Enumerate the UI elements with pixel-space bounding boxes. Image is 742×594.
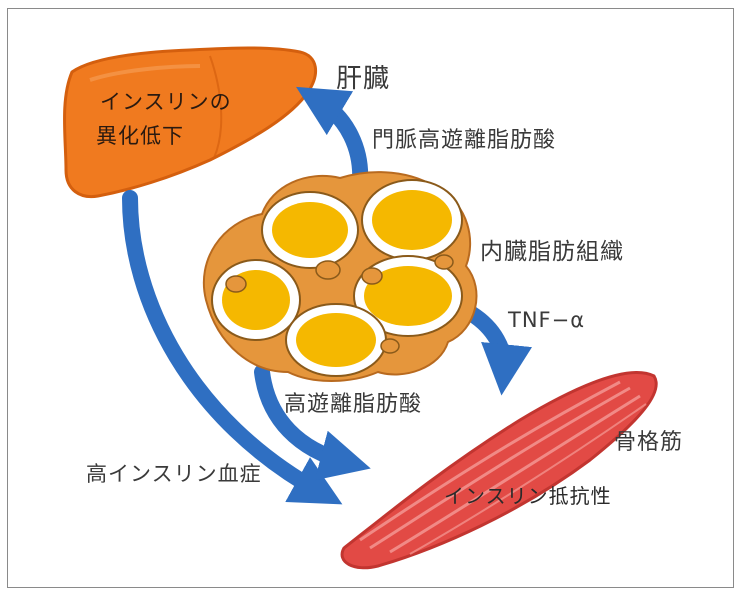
skeletal-muscle-label: 骨格筋 (614, 430, 684, 455)
arrow-fat-to-liver (296, 86, 369, 190)
liver-note-line-1: インスリンの (100, 90, 232, 114)
visceral-fat-illustration (202, 171, 478, 382)
liver-label: 肝臓 (336, 64, 391, 94)
hyperinsulinemia-label: 高インスリン血症 (86, 462, 262, 486)
arrow-tnf-to-muscle (464, 306, 533, 396)
skeletal-muscle-illustration (340, 371, 658, 570)
arrow-liver-to-muscle (122, 190, 343, 505)
high-ffa-label: 高遊離脂肪酸 (284, 392, 423, 417)
arrow-fat-to-muscle (254, 364, 371, 481)
liver-note-line-2: 異化低下 (96, 124, 184, 148)
insulin-resistance-label: インスリン抵抗性 (444, 484, 612, 508)
liver-illustration (63, 46, 317, 199)
portal-ffa-label: 門脈高遊離脂肪酸 (372, 128, 557, 153)
visceral-fat-label: 内臓脂肪組織 (480, 239, 624, 265)
tnf-alpha-label: TNF−α (508, 308, 586, 332)
